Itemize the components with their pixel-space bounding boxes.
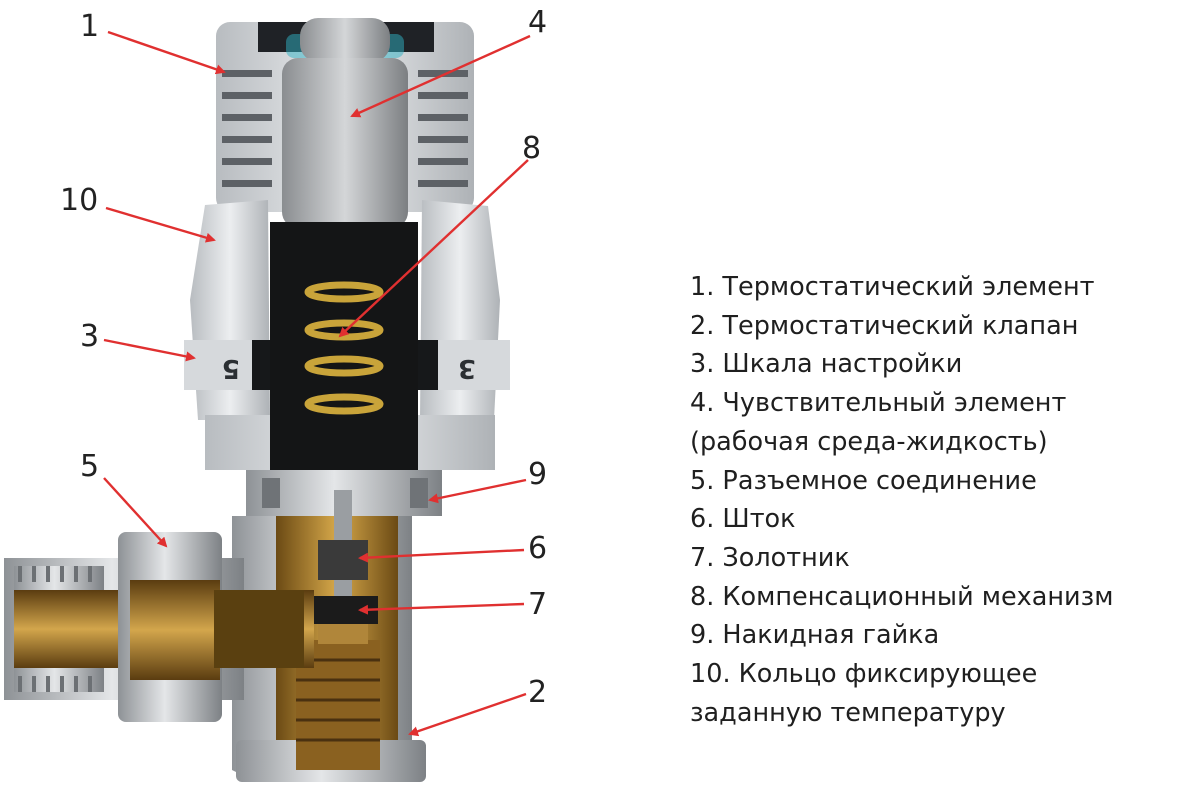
legend-item: 5. Разъемное соединение bbox=[690, 465, 1037, 496]
legend-item: 4. Чувствительный элемент bbox=[690, 388, 1067, 419]
legend-item: 3. Шкала настройки bbox=[690, 349, 963, 380]
parts-legend: 1. Термостатический элемент 2. Термостат… bbox=[690, 268, 1190, 732]
callout-arrow-8 bbox=[338, 159, 529, 338]
legend-item: (рабочая среда-жидкость) bbox=[690, 426, 1048, 457]
callout-number-5: 5 bbox=[80, 449, 99, 484]
callout-number-2: 2 bbox=[528, 675, 547, 710]
callout-arrow-9 bbox=[428, 478, 527, 504]
legend-item: 1. Термостатический элемент bbox=[690, 272, 1095, 302]
legend-item: 8. Компенсационный механизм bbox=[690, 581, 1114, 612]
callout-number-1: 1 bbox=[80, 9, 99, 44]
callout-number-4: 4 bbox=[528, 5, 547, 40]
callout-arrow-6 bbox=[358, 548, 525, 563]
callout-arrow-10 bbox=[105, 206, 216, 243]
valve-spool bbox=[308, 596, 378, 644]
legend-item: 10. Кольцо фиксирующее bbox=[690, 659, 1038, 690]
callout-number-8: 8 bbox=[522, 131, 541, 166]
callout-arrow-2 bbox=[408, 692, 527, 737]
legend-item: заданную температуру bbox=[690, 697, 1006, 728]
callout-arrows bbox=[103, 30, 531, 737]
compensation-mechanism bbox=[270, 222, 418, 470]
legend-item: 2. Термостатический клапан bbox=[690, 310, 1079, 341]
callout-arrow-7 bbox=[358, 602, 525, 615]
legend-item: 9. Накидная гайка bbox=[690, 620, 940, 651]
valve-cutaway-diagram: 5 3 1 4 8 10 3 5 9 6 7 2 bbox=[4, 5, 547, 782]
callout-arrow-1 bbox=[107, 30, 226, 75]
legend-item: 7. Золотник bbox=[690, 542, 850, 573]
callout-arrow-3 bbox=[103, 338, 196, 362]
callout-arrow-4 bbox=[350, 34, 531, 118]
callout-arrow-5 bbox=[103, 477, 168, 548]
callout-number-9: 9 bbox=[528, 457, 547, 492]
callout-number-3: 3 bbox=[80, 319, 99, 354]
legend-item: 6. Шток bbox=[690, 504, 796, 535]
callout-number-6: 6 bbox=[528, 531, 547, 566]
valve-stem bbox=[318, 490, 368, 600]
scale-mark-left: 5 bbox=[222, 353, 240, 383]
scale-mark-right: 3 bbox=[458, 353, 476, 383]
callout-number-10: 10 bbox=[60, 183, 98, 218]
detachable-connection bbox=[4, 532, 314, 722]
sensing-element bbox=[282, 18, 408, 228]
callout-number-7: 7 bbox=[528, 587, 547, 622]
